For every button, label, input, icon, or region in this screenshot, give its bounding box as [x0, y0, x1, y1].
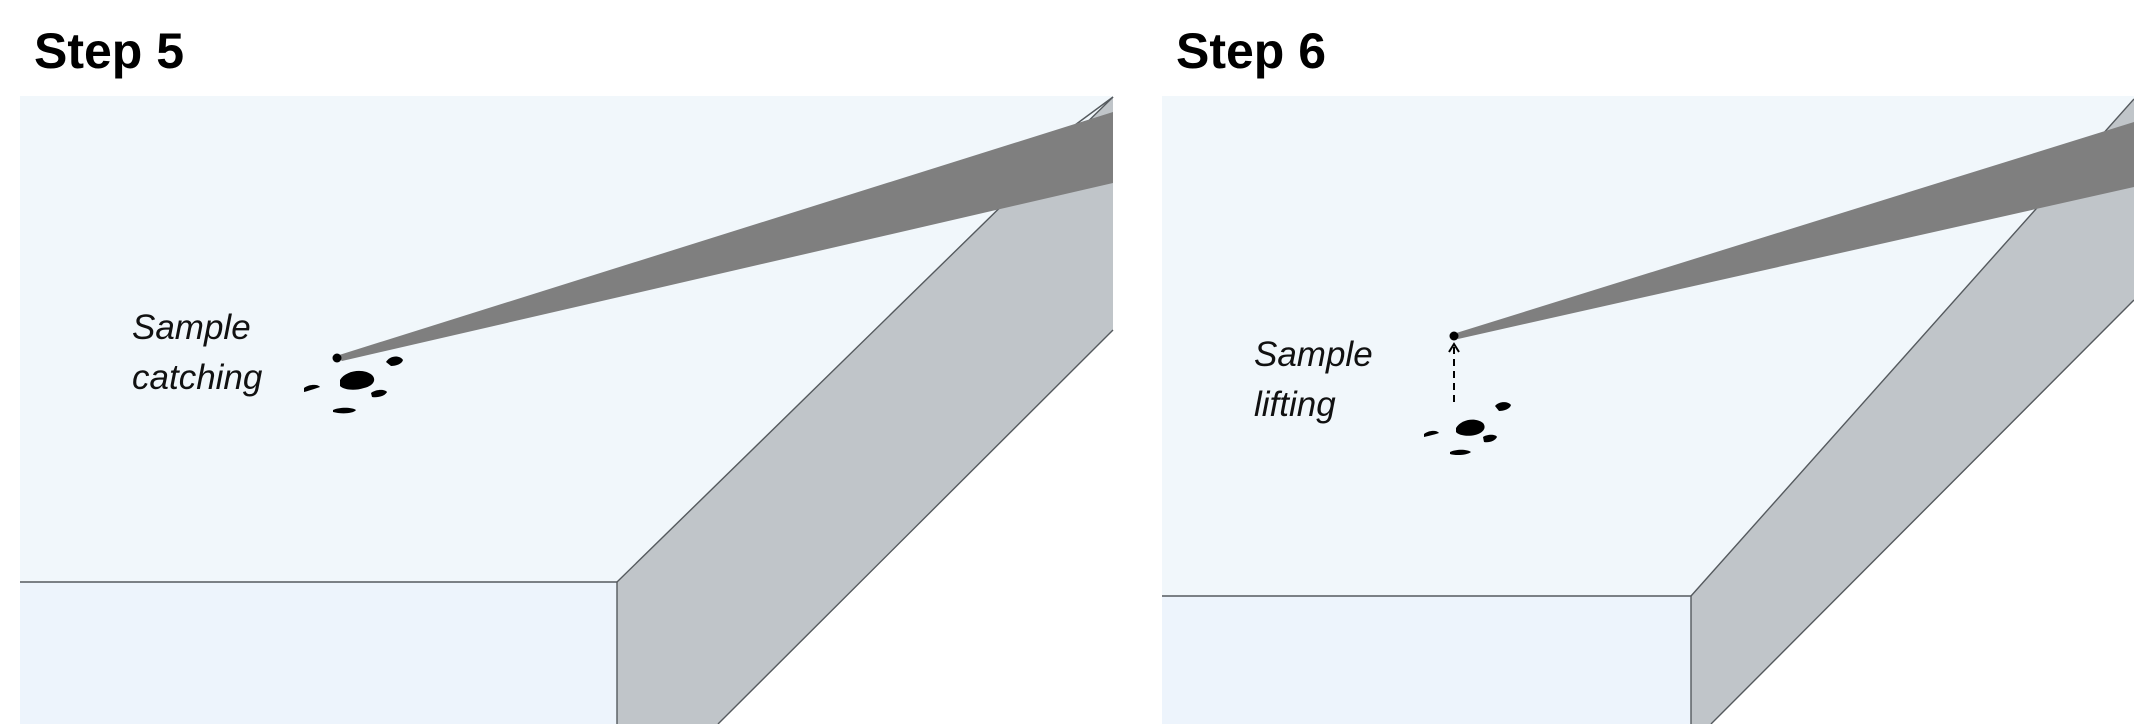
- sample-particle: [333, 407, 356, 414]
- step-5-scene: Sample catching: [20, 96, 1114, 724]
- step-6-panel: Sample lifting Step 6: [1140, 0, 2134, 724]
- stage-side-bottom-edge: [717, 329, 1114, 724]
- needle: [336, 112, 1113, 361]
- needle-tip: [1449, 331, 1459, 341]
- stage-back-top-edge: [1074, 96, 1114, 126]
- caption-line-2: catching: [132, 358, 263, 397]
- sample-particles: [1424, 402, 1511, 456]
- step-5-title: Step 5: [34, 23, 185, 79]
- stage-front-face: [1162, 596, 1691, 724]
- sample-particle: [1495, 402, 1511, 411]
- step-5-panel: Sample catching Step 5: [20, 23, 1114, 724]
- sample-particle: [1483, 434, 1497, 443]
- caption-line-2: lifting: [1254, 385, 1336, 424]
- sample-particle: [1456, 419, 1485, 436]
- needle-tip: [332, 353, 342, 363]
- stage-side-face: [1691, 99, 2134, 724]
- sample-particles: [304, 356, 403, 414]
- stage-front-face: [20, 582, 617, 724]
- step-6-title: Step 6: [1176, 23, 1327, 79]
- stage-side-bottom-edge: [1710, 299, 2134, 724]
- sample-particle: [371, 389, 387, 398]
- sample-particle: [386, 356, 403, 366]
- sample-particle: [1424, 430, 1439, 437]
- lift-arrowhead: [1448, 342, 1460, 353]
- sample-particle: [340, 370, 375, 390]
- needle: [1453, 122, 2134, 339]
- step-5-caption: Sample catching: [132, 308, 263, 397]
- sample-particle: [1450, 449, 1471, 456]
- stage-side-face: [617, 97, 1113, 724]
- sample-particle: [304, 384, 320, 392]
- caption-line-1: Sample: [132, 308, 251, 347]
- step-6-caption: Sample lifting: [1254, 335, 1382, 424]
- caption-line-1: Sample: [1254, 335, 1373, 374]
- step-6-scene: Sample lifting: [1162, 96, 2134, 724]
